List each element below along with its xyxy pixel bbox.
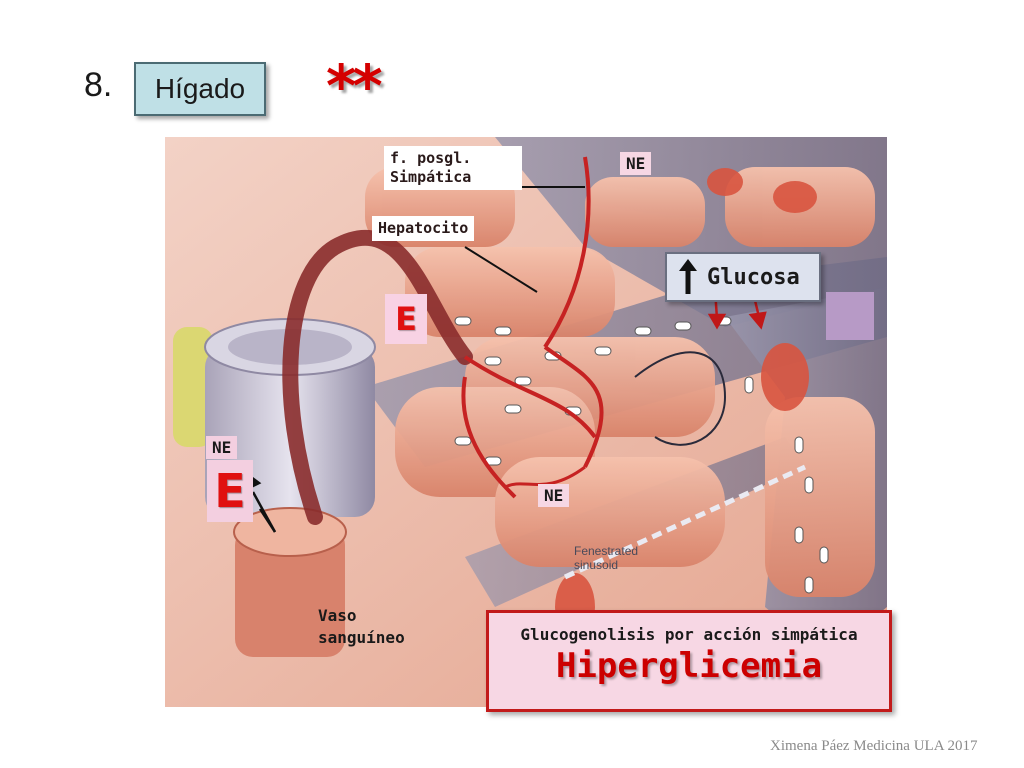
label-vaso-sanguineo: Vaso sanguíneo: [318, 605, 405, 649]
label-f-posgl-simpatica: f. posgl. Simpática: [384, 146, 522, 190]
result-box: Glucogenolisis por acción simpática Hipe…: [486, 610, 892, 712]
label-e-center: E: [385, 294, 427, 344]
label-ne-top: NE: [620, 152, 652, 175]
nerve-branch-4: [543, 345, 604, 468]
label-ne-left: NE: [206, 436, 238, 459]
label-hepatocito: Hepatocito: [372, 216, 475, 241]
up-arrow-icon: [679, 259, 697, 294]
slide-number: 8.: [84, 66, 113, 104]
importance-stars: **: [326, 52, 383, 120]
label-glucosa: Glucosa: [707, 264, 800, 290]
nerve-branch-3: [543, 156, 591, 349]
label-f-posgl-line2: Simpática: [390, 168, 472, 186]
bile-duct: [173, 327, 213, 447]
label-fenestrated-sinusoid: Fenestrated sinusoid: [574, 544, 638, 572]
nerve-branch-1: [463, 355, 597, 439]
label-f-posgl-line1: f. posgl.: [390, 149, 472, 167]
liver-illustration: [165, 137, 887, 707]
pointer-hepatocito: [464, 246, 538, 293]
result-subtitle: Glucogenolisis por acción simpática: [520, 625, 858, 644]
credit-footer: Ximena Páez Medicina ULA 2017: [770, 738, 978, 754]
label-fenestrated-line2: sinusoid: [574, 558, 619, 572]
label-e-left: E: [207, 460, 253, 522]
label-vaso-line2: sanguíneo: [318, 628, 405, 647]
sinusoid-outline: [634, 351, 727, 446]
label-vaso-line1: Vaso: [318, 606, 357, 625]
nerve-branch-2: [461, 376, 517, 499]
slide-title: Hígado: [134, 62, 266, 116]
nerve-branch-5: [504, 465, 586, 489]
result-main: Hiperglicemia: [555, 646, 823, 686]
fenestrated-sinusoid-edge: [563, 464, 807, 580]
sympathetic-nerve-fiber: [282, 230, 473, 525]
label-fenestrated-line1: Fenestrated: [574, 544, 639, 558]
label-ne-middle: NE: [538, 484, 570, 507]
purple-marker: [826, 292, 874, 340]
glucosa-box: Glucosa: [665, 252, 821, 302]
